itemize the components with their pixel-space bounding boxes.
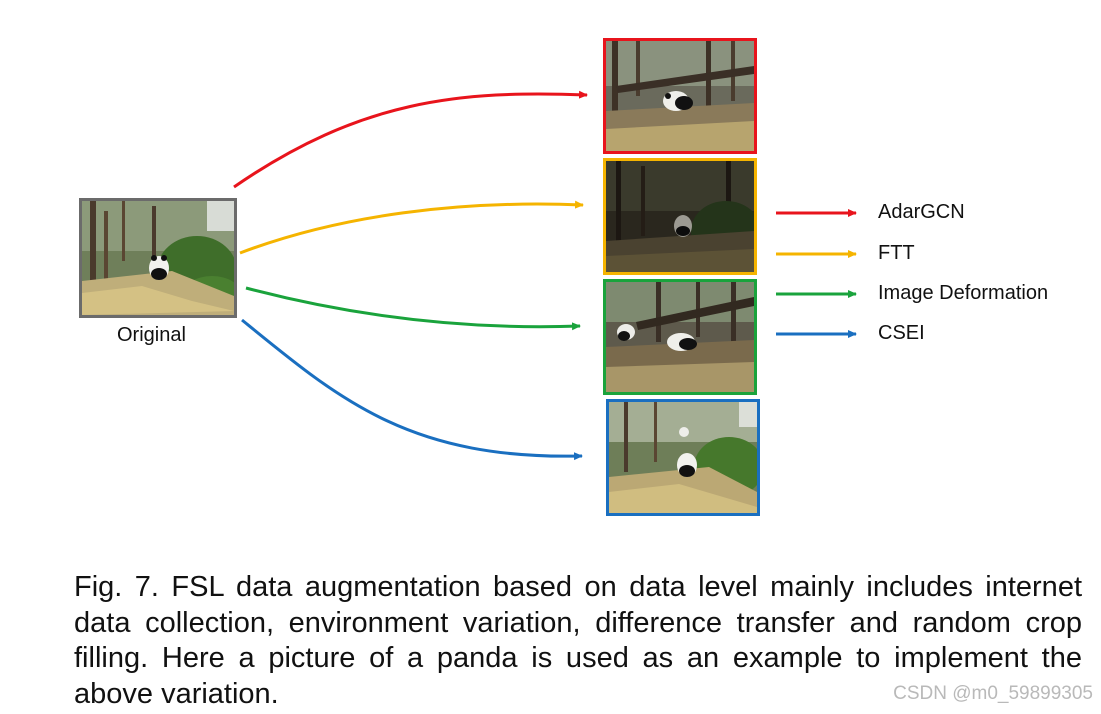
- original-label: Original: [117, 324, 186, 346]
- original-image: [79, 198, 237, 318]
- arrow-to-ftt: [239, 200, 584, 255]
- legend-label-adargcn: AdarGCN: [878, 201, 965, 223]
- figure-caption: Fig. 7. FSL data augmentation based on d…: [74, 571, 1082, 710]
- watermark: CSDN @m0_59899305: [893, 683, 1093, 704]
- arrow-to-csei: [241, 318, 583, 461]
- arrow-to-image-deformation: [245, 286, 581, 331]
- image-deformation-image: [603, 279, 757, 395]
- legend-label-csei: CSEI: [878, 322, 925, 344]
- csei-image: [606, 399, 760, 516]
- adargcn-image: [603, 38, 757, 154]
- legend-label-ftt: FTT: [878, 242, 915, 264]
- arrow-to-adargcn: [233, 90, 588, 189]
- legend-label-image-deformation: Image Deformation: [878, 282, 1049, 304]
- ftt-image: [603, 158, 757, 275]
